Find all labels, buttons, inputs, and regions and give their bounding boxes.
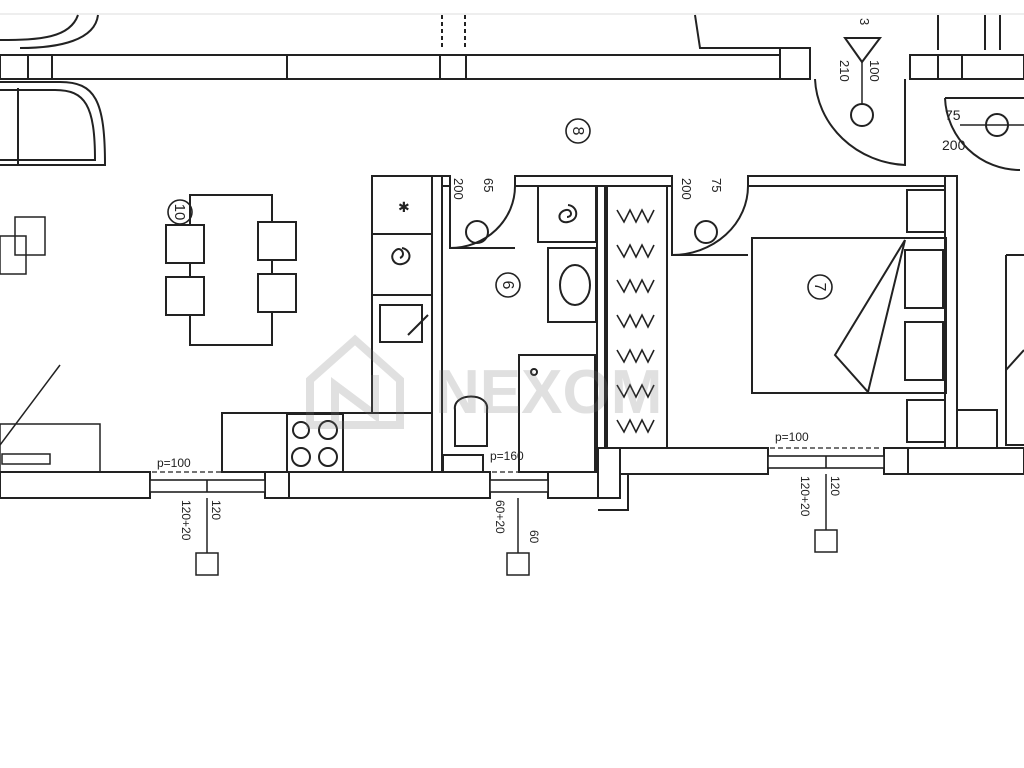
- room-6-marker: [495, 272, 521, 298]
- left-window-sill: p=100: [157, 456, 191, 470]
- bath-door-width: 65: [481, 178, 496, 192]
- top-curve-left-inner: [0, 14, 79, 41]
- right-room-fragment: [956, 254, 1024, 449]
- sofa: [0, 81, 107, 166]
- windows: [149, 455, 885, 493]
- bed-room-7: [751, 189, 947, 443]
- bath-window-width: 60: [527, 530, 541, 544]
- bath-door-height: 200: [451, 178, 466, 200]
- side-table: [0, 216, 46, 275]
- watermark-text: NEXOM: [435, 358, 662, 427]
- right-window-width: 120: [828, 476, 842, 496]
- bed-door-height: 200: [679, 178, 694, 200]
- left-window-width: 120: [209, 500, 223, 520]
- bed-door-width: 75: [709, 178, 724, 192]
- room-7-marker: [807, 274, 833, 300]
- nexom-logo-icon: NEXOM: [306, 334, 662, 429]
- top-door-partial: 3: [857, 18, 872, 25]
- right-window-height: 120+20: [798, 476, 812, 517]
- left-window-height: 120+20: [179, 500, 193, 541]
- bath-window-sill: p=160: [490, 449, 524, 463]
- bed-fragment-left: [0, 364, 101, 473]
- right-window-sill: p=100: [775, 430, 809, 444]
- room-6-label: 6: [499, 281, 516, 290]
- room-10-marker: [167, 199, 193, 225]
- window-leaders: [195, 62, 1024, 576]
- doors: [449, 37, 1024, 256]
- room-8-label: 8: [569, 127, 586, 136]
- room-8-marker: [565, 118, 591, 144]
- right-door-height: 200: [942, 137, 966, 153]
- dining-table: [165, 194, 297, 346]
- bath-window-height: 60+20: [493, 500, 507, 534]
- top-curve-left: [19, 14, 99, 49]
- room-10-label: 10: [171, 204, 188, 221]
- room-7-label: 7: [811, 283, 828, 292]
- top-door-width: 100: [867, 60, 882, 82]
- top-door-height: 210: [837, 60, 852, 82]
- right-door-width: 75: [945, 107, 961, 123]
- nexom-watermark: NEXOM: [300, 325, 730, 435]
- exhaust-icon: ✱: [398, 199, 410, 215]
- upper-wall: [0, 47, 1024, 80]
